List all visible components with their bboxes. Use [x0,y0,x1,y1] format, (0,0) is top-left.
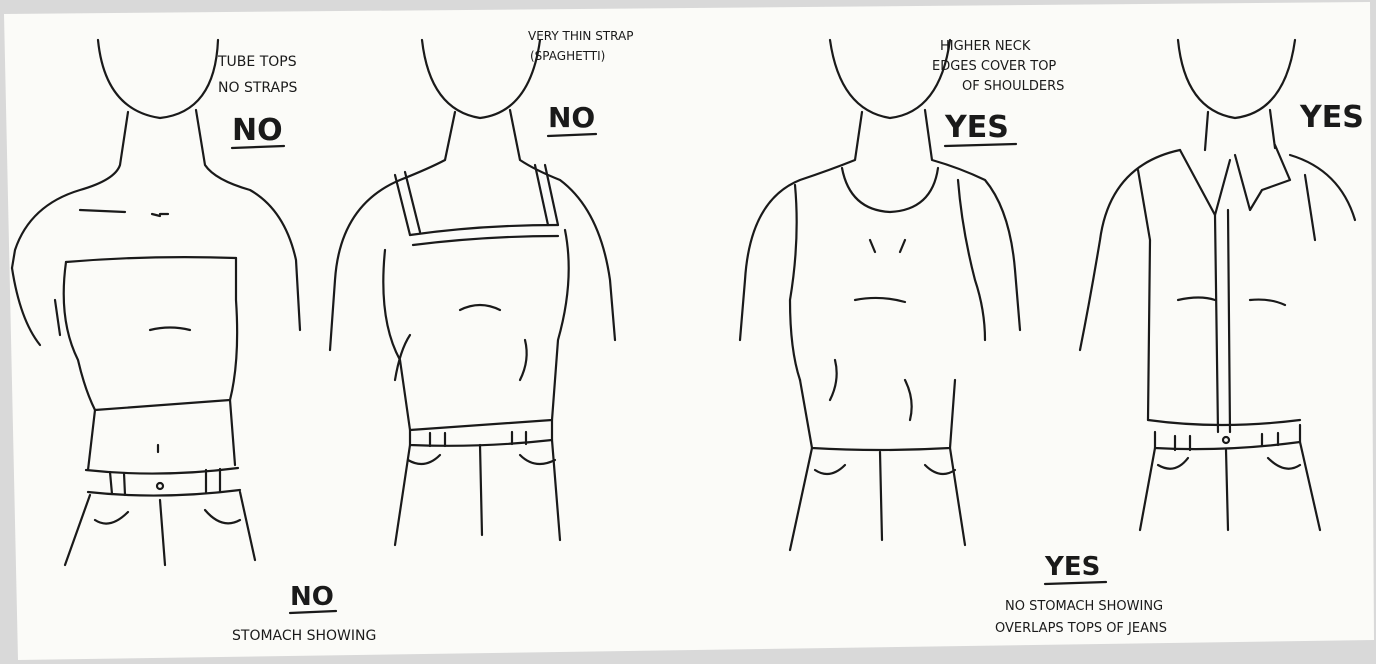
collared-shirt-verdict: YES [1299,100,1364,135]
tank-top-caption-line-1: HIGHER NECK [940,39,1031,54]
spaghetti-caption-line-1: VERY THIN STRAP [528,29,633,43]
tank-top-verdict: YES [944,110,1009,145]
group-yes-note-line-1: NO STOMACH SHOWING [1005,599,1163,614]
tube-top-verdict: NO [232,113,283,148]
tube-top-caption-line-2: NO STRAPS [218,80,298,96]
group-no-verdict: NO [290,582,334,612]
spaghetti-caption-line-2: (SPAGHETTI) [530,49,605,63]
paper-background [4,2,1374,660]
tank-top-caption-line-3: OF SHOULDERS [962,79,1064,94]
group-yes-note-line-2: OVERLAPS TOPS OF JEANS [995,621,1167,636]
tube-top-caption-line-1: TUBE TOPS [217,54,297,70]
group-no-note-line-1: STOMACH SHOWING [232,628,376,644]
spaghetti-verdict: NO [548,101,595,134]
tank-top-caption-line-2: EDGES COVER TOP [932,59,1056,74]
group-yes-verdict: YES [1044,552,1100,582]
